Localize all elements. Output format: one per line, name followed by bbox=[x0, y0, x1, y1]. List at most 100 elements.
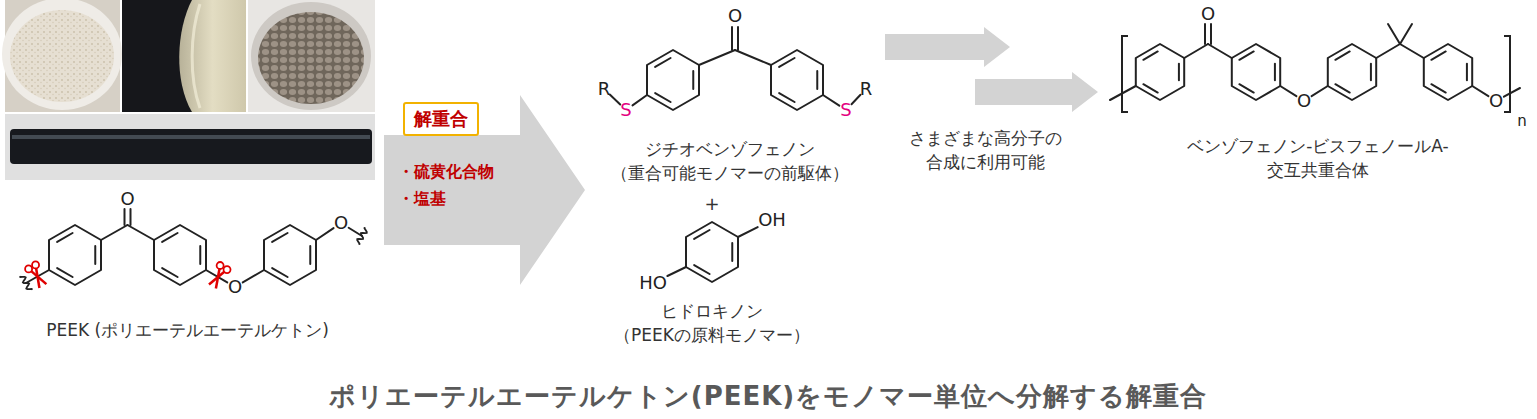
scissors-handle bbox=[217, 262, 224, 269]
double-bond bbox=[57, 233, 72, 242]
bond-line bbox=[1280, 86, 1296, 96]
wavy-bond-end bbox=[357, 227, 367, 245]
node-title: 解重合 bbox=[414, 107, 468, 131]
bond-line bbox=[1400, 44, 1424, 58]
double-bond bbox=[1239, 84, 1253, 92]
photo-bottle bbox=[122, 0, 246, 112]
double-bond bbox=[162, 268, 177, 277]
node-subtitle: （重合可能モノマーの前駆体） bbox=[611, 161, 849, 185]
diagram-title: ポリエーテルエーテルケトン(PEEK)をモノマー単位へ分解する解重合 bbox=[329, 381, 1208, 411]
atom-label-holder: O bbox=[1297, 91, 1311, 111]
benzene-ring bbox=[686, 222, 738, 282]
bond-line bbox=[1184, 44, 1208, 58]
node-title: PEEK (ポリエーテルエーテルケトン) bbox=[46, 318, 329, 342]
plus-sign-holder: + bbox=[704, 193, 719, 214]
photo-powder bbox=[2, 0, 122, 112]
atom-label: O bbox=[728, 6, 742, 26]
benzene-ring bbox=[1424, 44, 1472, 100]
molecule-group: ベンゾフェノン-ビスフェノールA- 交互共重合体 bbox=[1102, 2, 1534, 188]
double-bond bbox=[692, 71, 694, 89]
block-arrow bbox=[885, 27, 1010, 67]
bond-line bbox=[130, 209, 132, 225]
reagent-label-holder: ・塩基 bbox=[398, 189, 446, 209]
double-bond bbox=[1335, 84, 1349, 92]
bond-line bbox=[349, 228, 362, 236]
bond-line bbox=[737, 27, 739, 50]
atom-label-holder: O bbox=[334, 213, 348, 233]
double-bond bbox=[57, 268, 72, 277]
molecule-group: ヒドロキノン（PEEKの原料モノマー） bbox=[597, 212, 827, 355]
bond-line bbox=[1312, 86, 1328, 96]
double-bond bbox=[199, 246, 201, 264]
atom-label-holder: O bbox=[228, 277, 242, 297]
reagent-label: ・硫黄化合物 bbox=[398, 162, 494, 182]
atom-label-holder: O bbox=[728, 6, 742, 26]
atom-label-holder: R bbox=[598, 79, 611, 99]
double-bond bbox=[1239, 51, 1253, 59]
double-bond bbox=[779, 58, 794, 67]
benzene-ring bbox=[771, 50, 823, 110]
double-bond bbox=[1143, 51, 1157, 59]
block-arrow bbox=[975, 72, 1098, 112]
bond-line bbox=[633, 95, 648, 105]
photo-tube bbox=[5, 114, 375, 180]
atom-label: O bbox=[1201, 4, 1215, 24]
atom-label: OH bbox=[758, 210, 786, 230]
double-bond bbox=[655, 93, 670, 102]
reagent-label-holder: ・硫黄化合物 bbox=[398, 162, 494, 182]
node-subtitle: （PEEKの原料モノマー） bbox=[614, 323, 810, 347]
reagent-label: ・塩基 bbox=[398, 189, 446, 209]
benzene-ring bbox=[647, 50, 699, 110]
atom-label-holder: HO bbox=[639, 273, 667, 293]
bond-line bbox=[731, 27, 733, 50]
bond-line bbox=[1376, 44, 1400, 58]
double-bond bbox=[816, 71, 818, 89]
double-bond bbox=[779, 93, 794, 102]
double-bond bbox=[1178, 64, 1180, 81]
bond-line bbox=[1204, 24, 1206, 44]
note-text: さまざまな高分子の 合成に利用可能 bbox=[898, 126, 1073, 174]
bond-line bbox=[128, 225, 155, 240]
bond-line bbox=[1400, 24, 1412, 44]
block-arrow bbox=[384, 95, 585, 285]
bond-line bbox=[243, 270, 264, 282]
note-text-holder: さまざまな高分子の 合成に利用可能 bbox=[898, 126, 1073, 174]
photo-pellets bbox=[248, 0, 375, 112]
benzene-ring bbox=[49, 225, 101, 285]
bond-line bbox=[1388, 24, 1400, 44]
bond-line bbox=[667, 267, 686, 276]
bond-line bbox=[735, 50, 771, 65]
bond-line bbox=[823, 95, 839, 106]
benzene-ring bbox=[1136, 44, 1184, 100]
double-bond bbox=[694, 265, 709, 274]
atom-label: O bbox=[228, 277, 242, 297]
atom-label: O bbox=[1297, 91, 1311, 111]
bond-line bbox=[316, 228, 334, 240]
double-bond bbox=[272, 268, 287, 277]
double-bond bbox=[731, 243, 733, 261]
bond-line bbox=[1208, 44, 1232, 58]
benzene-ring bbox=[154, 225, 206, 285]
atom-label: S bbox=[840, 100, 851, 120]
atom-label: R bbox=[598, 79, 611, 99]
double-bond bbox=[1143, 84, 1157, 92]
double-bond bbox=[309, 246, 311, 264]
bond-line bbox=[852, 95, 861, 104]
scissors-handle bbox=[224, 266, 231, 273]
node-title: ジチオベンゾフェノン bbox=[645, 137, 815, 161]
repeat-bracket bbox=[1504, 36, 1510, 112]
node-title: ベンゾフェノン-ビスフェノールA- 交互共重合体 bbox=[1168, 134, 1468, 182]
bond-line bbox=[101, 225, 128, 240]
plus-sign: + bbox=[704, 193, 719, 214]
double-bond bbox=[94, 246, 96, 264]
bond-line bbox=[1210, 24, 1212, 44]
double-bond bbox=[1335, 51, 1349, 59]
bond-line bbox=[1504, 88, 1520, 97]
atom-label: O bbox=[1489, 91, 1503, 111]
atom-label: O bbox=[334, 213, 348, 233]
benzene-ring bbox=[264, 225, 316, 285]
process-box: 解重合 bbox=[403, 102, 479, 136]
chemical-structures bbox=[20, 24, 1521, 290]
double-bond bbox=[162, 233, 177, 242]
double-bond bbox=[655, 58, 670, 67]
